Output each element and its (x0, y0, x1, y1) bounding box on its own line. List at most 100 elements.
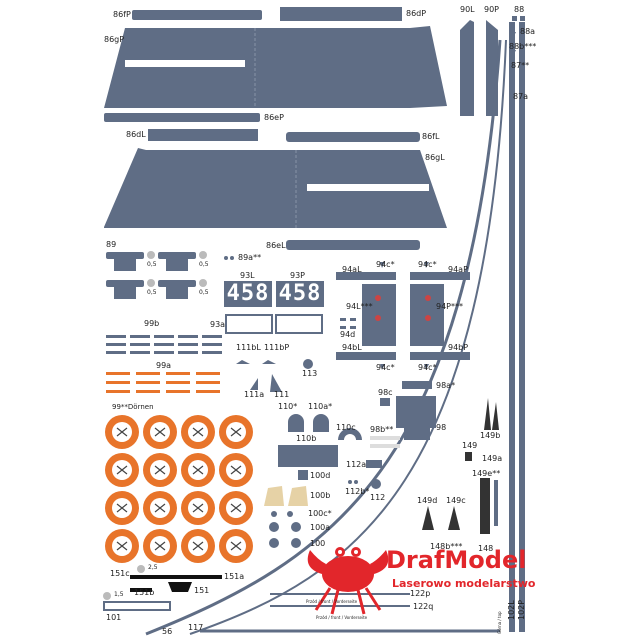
roundel-cross-mark (230, 427, 242, 437)
label-100a: 100a (310, 523, 331, 532)
part-86fL (286, 132, 420, 142)
label-117: 117 (188, 623, 204, 632)
label-100d: 100d (310, 471, 331, 480)
label-99b: 99b (144, 319, 160, 328)
label-88: 88 (514, 5, 525, 14)
label-05a: 0,5 (147, 261, 157, 268)
parts-151-group (103, 565, 222, 611)
wing-stripe-bottom (307, 184, 429, 191)
part-102L (509, 22, 515, 632)
part-86fP (132, 10, 262, 20)
label-94c4: 94c* (418, 363, 437, 372)
label-86dL: 86dL (126, 130, 146, 139)
label-87a: 87a (513, 92, 529, 101)
plate-93a-left (225, 314, 273, 334)
roundel-cross-mark (154, 427, 166, 437)
label-88b: 88b*** (509, 42, 537, 51)
label-151: 151 (194, 586, 210, 595)
label-111a: 111a (244, 390, 265, 399)
label-side-text: Górna / top (497, 611, 502, 634)
label-99a: 99a (156, 361, 172, 370)
label-151a: 151a (224, 572, 245, 581)
label-86eL: 86eL (266, 241, 286, 250)
label-149c: 149c (446, 496, 466, 505)
roundel-cross-mark (116, 465, 128, 475)
part-86eL (286, 240, 420, 250)
roundel-cross-mark (154, 541, 166, 551)
label-101: 101 (106, 613, 122, 622)
label-94d: 94d (340, 330, 356, 339)
parts-89-group (106, 251, 234, 299)
label-86fL: 86fL (422, 132, 440, 141)
label-122q: 122q (413, 602, 434, 611)
roundel-cross-mark (192, 541, 204, 551)
parts-149-group (422, 398, 499, 534)
plate-93P (276, 281, 324, 307)
label-98b: 98b** (370, 425, 394, 434)
label-110a: 110a* (308, 402, 333, 411)
brand-crab-logo (307, 547, 389, 615)
label-102L: 102L (507, 600, 516, 620)
label-86gL: 86gL (425, 153, 445, 162)
label-149b: 149b (480, 431, 501, 440)
label-102P: 102P (517, 599, 526, 620)
parts-99b-group (106, 335, 222, 354)
label-94aP: 94aP (448, 265, 468, 274)
label-100: 100 (310, 539, 326, 548)
label-94c2: 94c* (418, 260, 437, 269)
label-87: 87** (511, 61, 530, 70)
parts-98-group (370, 381, 436, 448)
label-94aL: 94aL (342, 265, 362, 274)
label-110b: 110b (296, 434, 317, 443)
roundel-cross-mark (116, 541, 128, 551)
part-86gL (104, 148, 447, 228)
roundel-cross-mark (192, 503, 204, 513)
label-149d: 149d (417, 496, 438, 505)
label-149: 149 (462, 441, 478, 450)
label-86fP: 86fP (113, 10, 131, 19)
label-86gP: 86gP (104, 35, 125, 44)
label-94bP: 94bP (448, 343, 469, 352)
label-94c1: 94c* (376, 260, 395, 269)
parts-99a-group (106, 372, 220, 393)
parts-100-group (264, 470, 308, 548)
label-94c3: 94c* (376, 363, 395, 372)
label-100c: 100c* (308, 509, 332, 518)
label-93a: 93a (210, 320, 226, 329)
label-98c: 98c (378, 388, 393, 397)
registration-right: 458 (278, 281, 322, 306)
roundel-cross-mark (116, 427, 128, 437)
label-93P: 93P (290, 271, 306, 280)
label-94bL: 94bL (342, 343, 362, 352)
wing-stripe-top (125, 60, 245, 67)
roundel-cross-mark (192, 427, 204, 437)
brand-tagline: Laserowo modelarstwo (392, 577, 536, 590)
label-89: 89 (106, 240, 117, 249)
label-86eP: 86eP (264, 113, 284, 122)
label-89a: 89a** (238, 253, 262, 262)
curved-strip-inner (189, 39, 507, 635)
part-86gP (104, 26, 447, 108)
roundel-cross-mark (230, 503, 242, 513)
roundel-cross-mark (116, 503, 128, 513)
label-149a: 149a (482, 454, 503, 463)
label-100b: 100b (310, 491, 331, 500)
label-112a: 112a (346, 460, 367, 469)
label-05b: 0,5 (199, 261, 209, 268)
curved-strip-outer (145, 39, 502, 636)
label-przod-2: Przód / front / Vorderseite (316, 615, 368, 620)
roundel-cross-mark (230, 465, 242, 475)
label-112b: 112b* (345, 487, 370, 496)
label-99: 99**Dörnen (112, 403, 154, 411)
parts-94-group (336, 262, 470, 370)
label-56: 56 (162, 627, 173, 636)
label-149e: 149e** (472, 469, 501, 478)
label-113: 113 (302, 369, 318, 378)
label-98a: 98a* (436, 381, 456, 390)
label-90L: 90L (460, 5, 475, 14)
label-05c: 0,5 (147, 289, 157, 296)
roundels-99-group (105, 415, 253, 563)
part-86dL (148, 129, 258, 141)
